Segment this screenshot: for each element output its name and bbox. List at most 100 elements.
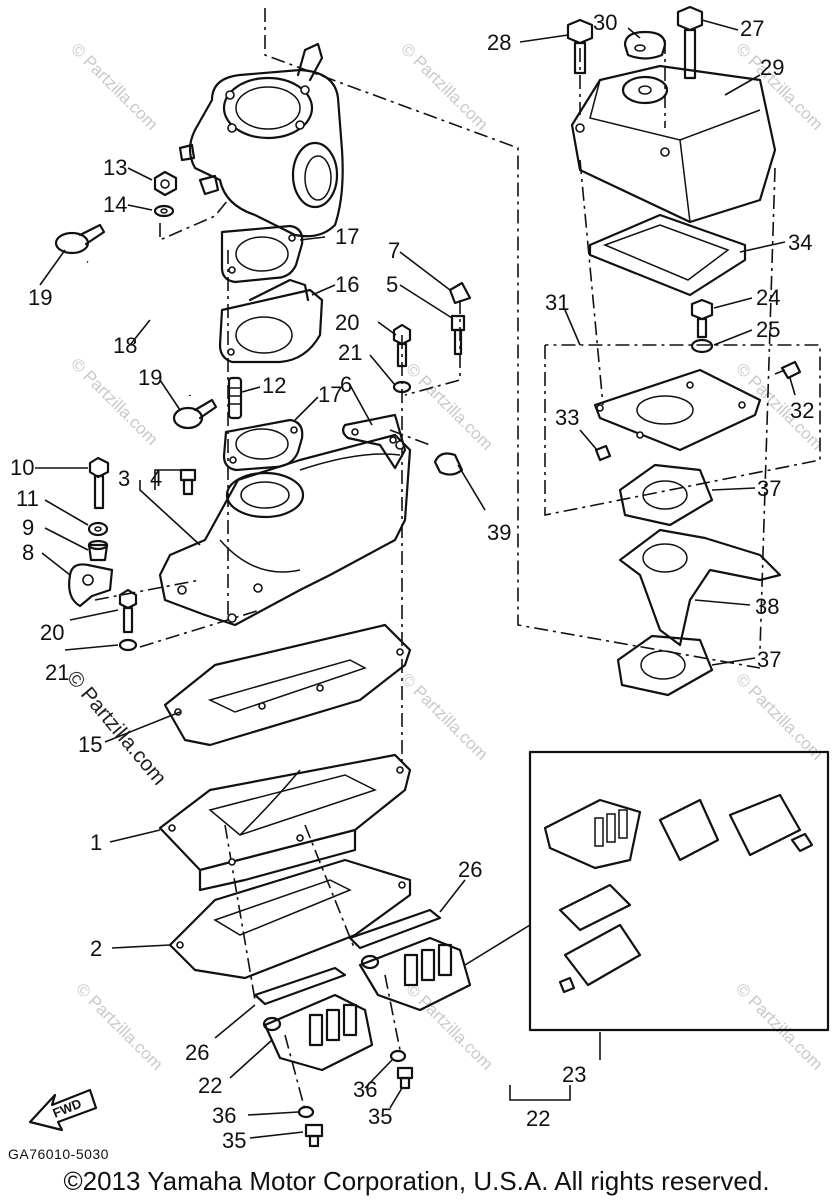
fwd-label: FWD [51,1096,84,1121]
bracket-6 [341,413,407,470]
callout-17b: 17 [318,382,342,407]
callout-3: 3 [118,466,130,491]
callout-38: 38 [755,594,779,619]
watermark: © Partzilla.com [67,39,161,133]
callout-35b: 35 [222,1128,246,1153]
callout-37a: 37 [757,476,781,501]
gasket-26-right [348,908,442,950]
drawing-code: GA76010-5030 [8,1146,109,1162]
bracket-8 [68,563,114,608]
plate-38 [618,528,782,647]
callout-17a: 17 [335,224,359,249]
callout-4: 4 [150,466,162,491]
intake-joint-16 [218,278,324,364]
callout-25: 25 [756,317,780,342]
callout-5: 5 [386,272,398,297]
callout-32: 32 [790,398,814,423]
callout-26b: 26 [185,1040,209,1065]
stud-12 [227,376,243,420]
callout-9: 9 [22,515,34,540]
callout-27: 27 [740,16,764,41]
callout-37b: 37 [757,647,781,672]
watermark: © Partzilla.com [402,979,496,1073]
callout-12: 12 [262,373,286,398]
bolt-27 [676,5,704,80]
bolt-20-right [392,323,412,368]
reed-block-22-left [262,993,374,1072]
callout-8: 8 [22,540,34,565]
cap-7 [448,281,472,305]
callout-14: 14 [103,192,127,217]
callout-34: 34 [788,230,812,255]
callout-13: 13 [103,155,127,180]
assembly-lines [94,8,776,1111]
watermark: © Partzilla.com [397,39,491,133]
gasket-37-lower [616,634,714,697]
callout-11: 11 [16,486,39,511]
fitting-5 [450,314,466,356]
callout-36b: 36 [212,1103,236,1128]
bolt-28 [566,18,594,75]
callout-19b: 19 [138,365,162,390]
callout-28: 28 [487,30,511,55]
callout-20b: 20 [40,620,64,645]
callout-1: 1 [90,830,102,855]
hose-clamp-19-lower [172,398,218,430]
callout-33: 33 [555,405,579,430]
callout-24: 24 [756,285,780,310]
gasket-15 [163,623,412,747]
callout-39: 39 [487,520,511,545]
bolt-20-left [118,588,138,634]
reed-block-22-right [358,936,472,1012]
callout-2: 2 [90,936,102,961]
cover-29 [570,64,777,224]
hose-clamp-19-upper [54,223,106,255]
callout-20a: 20 [335,310,359,335]
watermark: © Partzilla.com [732,669,826,763]
fitting-32 [774,360,802,380]
watermark: © Partzilla.com [397,669,491,763]
gasket-17-upper [220,224,304,284]
washer-11 [87,521,109,537]
callout-16: 16 [335,272,359,297]
reed-valve-inset-23 [528,750,830,1032]
screw-35-left [304,1123,324,1148]
clip-39 [433,452,464,476]
callout-6: 6 [340,372,352,397]
callout-19a: 19 [28,285,52,310]
callout-23: 23 [562,1062,586,1087]
callout-21b: 21 [45,660,69,685]
callout-30: 30 [593,10,617,35]
callout-35a: 35 [368,1104,392,1129]
copyright-notice: ©2013 Yamaha Motor Corporation, U.S.A. A… [63,1166,770,1196]
gasket-2 [168,858,412,980]
washer-36-left [297,1105,315,1119]
washer-21-left [118,638,138,652]
watermark-dark: © Partzilla.com [62,666,171,789]
watermark-layer: © Partzilla.com © Partzilla.com © Partzi… [62,39,826,1073]
washer-36-right [389,1049,407,1063]
callout-29: 29 [760,55,784,80]
reed-valve-case-1 [158,753,412,892]
callout-7: 7 [388,238,400,263]
gasket-37-upper [618,463,714,527]
grommet-30 [623,30,667,60]
bolt-4 [179,468,197,496]
collar-9 [87,539,109,562]
plug-33 [594,444,612,462]
washer-21-right [392,380,412,394]
fwd-arrow: FWD [28,1088,98,1132]
screw-35-right [396,1066,414,1090]
callout-22b: 22 [526,1106,550,1131]
callout-36a: 36 [353,1077,377,1102]
fuel-hose-18 [85,256,197,397]
plate-assembly-31 [544,344,821,516]
callout-18: 18 [113,333,137,358]
callout-31: 31 [545,290,569,315]
nut-13 [153,170,178,197]
callout-10: 10 [10,455,34,480]
carburetor-body [178,42,344,238]
callout-22a: 22 [198,1073,222,1098]
bolt-10 [88,456,110,510]
leader-lines [35,19,796,1139]
